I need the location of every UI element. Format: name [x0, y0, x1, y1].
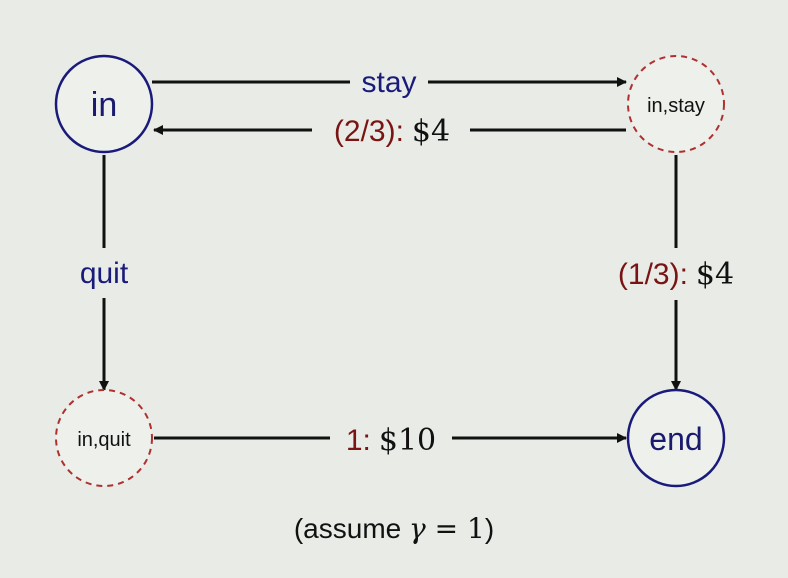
reward-label: $10	[379, 423, 436, 458]
node-label-in-stay: in,stay	[647, 95, 705, 117]
prob-label: (2/3)	[334, 115, 396, 148]
prob-separator: :	[363, 424, 371, 457]
gamma-symbol: γ	[409, 512, 426, 545]
edge-label-stay: stay	[361, 66, 416, 99]
edge-quit-end: 1:$10	[154, 423, 627, 458]
edge-label-stay-end: (1/3):$4	[618, 257, 734, 292]
node-label-end: end	[649, 421, 702, 457]
node-in-quit: in,quit	[55, 389, 153, 487]
node-in: in	[54, 54, 154, 154]
reward-label: $4	[412, 114, 450, 149]
edge-label-stay-return: (2/3):$4	[334, 114, 450, 149]
prob-label: (1/3)	[618, 258, 680, 291]
edge-label-quit-end: 1:$10	[346, 423, 436, 458]
footnote-assumption: (assume γ = 1)	[0, 512, 788, 545]
footnote-equation: = 1	[425, 512, 485, 545]
prob-separator: :	[396, 115, 404, 148]
node-label-in: in	[91, 86, 117, 124]
node-in-stay: in,stay	[627, 55, 725, 153]
footnote-close: )	[484, 513, 495, 544]
prob-label: 1	[346, 424, 363, 457]
node-label-in-quit: in,quit	[77, 429, 131, 451]
reward-label: $4	[696, 257, 734, 292]
edge-label-quit: quit	[80, 257, 129, 290]
edge-stay: stay	[152, 66, 627, 99]
prob-separator: :	[680, 258, 688, 291]
edge-stay-end: (1/3):$4	[618, 155, 734, 391]
edge-stay-return: (2/3):$4	[153, 114, 626, 149]
footnote-open: (assume	[293, 513, 409, 544]
node-end: end	[626, 388, 726, 488]
edge-quit: quit	[80, 155, 129, 391]
